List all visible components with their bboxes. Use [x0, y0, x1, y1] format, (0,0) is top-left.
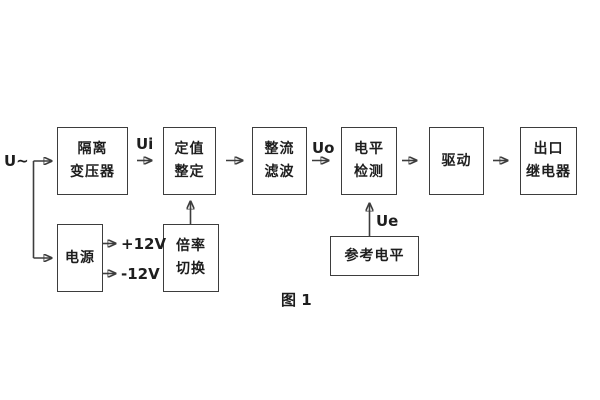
block-isolation-transformer: 隔离 变压器 — [57, 127, 128, 195]
block-ratio-switch: 倍率 切换 — [163, 224, 219, 292]
figure-caption: 图 1 — [281, 291, 312, 309]
label-ui: Ui — [136, 135, 154, 153]
label-uo: Uo — [312, 139, 335, 157]
label-minus-12v: -12V — [121, 265, 160, 283]
block-driver: 驱动 — [429, 127, 484, 195]
label-plus-12v: +12V — [121, 235, 167, 253]
block-level-detection: 电平 检测 — [341, 127, 397, 195]
label-ue: Ue — [376, 212, 399, 230]
block-power-supply: 电源 — [57, 224, 103, 292]
block-rectifier-filter: 整流 滤波 — [252, 127, 307, 195]
block-setting: 定值 整定 — [163, 127, 216, 195]
block-reference-level: 参考电平 — [330, 236, 419, 276]
label-input-voltage: U~ — [4, 152, 29, 170]
block-output-relay: 出口 继电器 — [520, 127, 577, 195]
